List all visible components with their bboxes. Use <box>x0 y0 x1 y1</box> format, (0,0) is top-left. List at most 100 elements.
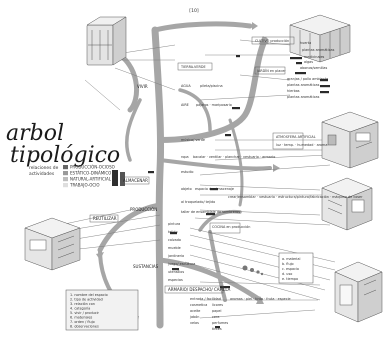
node-especias: especias <box>168 278 183 282</box>
branch-lower-mid <box>208 230 227 302</box>
legend-swatch <box>63 183 68 188</box>
node-jardineria: jardinería <box>167 254 184 258</box>
node-objeto: objeto <box>181 187 192 191</box>
legend-swatch <box>63 165 68 170</box>
note-line: b. flujo <box>282 262 294 266</box>
list-item: hierbas <box>287 89 300 93</box>
list-item: cosmetica <box>190 303 207 307</box>
tree-branches <box>97 21 272 329</box>
list-item: aceite <box>190 309 200 313</box>
note-line: 7. orden / flujo <box>70 320 95 324</box>
legend-swatch <box>63 171 68 176</box>
node-pintura: pintura <box>168 222 180 226</box>
branch-mid-left <box>125 98 142 162</box>
list-item: medicinales <box>304 55 325 59</box>
node-labels: VIVIR ALMACENAR PRODUCCIÓN REUTILIZAR SU… <box>93 39 363 301</box>
branch-mid-right <box>178 88 212 132</box>
node-armario-list: aromas · piel · tinta · fruta · especie <box>230 297 291 301</box>
legend-heading-2: actividades <box>29 171 55 177</box>
note-line: 8. observaciones <box>70 325 99 329</box>
list-item: plantas aromáticas <box>287 95 320 99</box>
node-jardin: JARDÍN en placer <box>256 68 286 73</box>
legend-label: TRABAJO-OCIO <box>69 183 100 188</box>
legend-marker <box>120 172 125 186</box>
node-utensilios: utensilios <box>168 270 184 274</box>
branch-almacenar <box>158 158 272 171</box>
mid-right-list: granjas / pollo ambiente plantas aromáti… <box>287 77 328 99</box>
node-ropa: ropa <box>181 155 189 159</box>
note-line: d. uso <box>282 272 292 276</box>
upper-right-list: huerta plantas aromáticas medicinales al… <box>300 41 335 70</box>
list-item: jabón <box>189 315 199 319</box>
node-boxes <box>89 36 304 294</box>
list-item: huerta <box>300 41 311 45</box>
sketch-top-left <box>86 16 127 66</box>
node-musica: música/ verde <box>181 138 205 142</box>
node-cultivo: CULTIVO producción <box>255 39 289 43</box>
main-trunk <box>151 26 165 329</box>
list-item: plantas aromáticas <box>287 83 320 87</box>
note-block-right: a. material b. flujo c. espacio d. uso e… <box>278 252 314 284</box>
sketch-bottom-right <box>334 261 383 323</box>
node-troquelado: al troquelado/ tejido <box>181 200 215 204</box>
node-vivir: VIVIR <box>137 84 148 89</box>
note-line: a. material <box>282 257 300 261</box>
legend-heading-1: relaciones de <box>29 165 59 171</box>
node-objeto-desc: espacio de almacenaje <box>195 187 234 191</box>
note-line: 2. tipo de actividad <box>70 298 103 302</box>
branch-cultivo <box>157 37 268 143</box>
node-aire: AIRE <box>181 103 189 107</box>
legend-item: NATURAL-ARTIFICIAL <box>63 177 112 182</box>
node-atmosfera: ATMOSFERA ARTIFICIAL <box>276 135 316 139</box>
list-item: granjas / pollo ambiente <box>287 77 328 81</box>
decorative-dots <box>242 265 264 276</box>
node-armario: ARMARIO/ DESPACHO/ CAPILLA <box>168 287 231 292</box>
sketch-top-right <box>289 14 351 63</box>
list-item: plantas aromáticas <box>302 48 335 52</box>
list-item: abonos/semillas <box>300 66 327 70</box>
list-item: perfumes <box>212 321 228 325</box>
sketch-bottom-left <box>24 217 81 271</box>
note-line: e. tiempo <box>282 277 298 281</box>
node-objeto-list: crear/ensamblar · vestuario · estructura… <box>228 195 363 199</box>
node-agua: AGUA <box>181 84 191 88</box>
branch-sustancias <box>157 257 263 303</box>
list-item: velas <box>190 321 199 325</box>
node-reutilizar: REUTILIZAR <box>93 216 117 221</box>
note-line: 4. categoría <box>70 307 90 311</box>
list-item: papel <box>212 309 221 313</box>
node-juego: juego/ escultura <box>167 262 195 266</box>
title-line-1: arbol <box>6 121 64 146</box>
legend: relaciones de actividades PRODUCCIÓN-OCI… <box>29 165 125 188</box>
list-item: tintes <box>212 327 222 331</box>
list-item: algas <box>304 60 313 64</box>
note-line: 1. nombre del espacio <box>70 293 108 297</box>
sketch-right-middle <box>321 177 373 231</box>
node-estudio: estudio <box>181 170 194 174</box>
note-block: 1. nombre del espacio 2. tipo de activid… <box>65 289 139 331</box>
note-line: 6. materiales <box>70 316 93 320</box>
node-taller: taller de ensamblaje de sombreros <box>181 210 240 214</box>
branch-produccion <box>97 202 163 253</box>
legend-label: PRODUCCIÓN-OCIOSO <box>70 165 115 170</box>
legend-item: TRABAJO-OCIO <box>63 183 100 188</box>
node-ropa-list: bacalar · ventilar · planchar · vestuari… <box>193 155 275 159</box>
note-line: c. espacio <box>282 267 299 271</box>
list-item: cera <box>212 315 219 319</box>
node-produccion: PRODUCCIÓN <box>130 207 157 212</box>
node-agua-desc: pileta/piscina <box>200 84 223 88</box>
list-item: entrada / facilidad <box>190 297 221 301</box>
legend-swatch <box>63 177 68 182</box>
lower-list: entrada / facilidad cosmetica aceite jab… <box>189 297 228 331</box>
node-atmosfera-list: luz · temp. · humedad · aroma <box>276 143 327 147</box>
legend-marker <box>112 170 118 186</box>
branch-top <box>152 21 253 33</box>
note-line: 5. vivir / producir <box>70 311 100 315</box>
node-cocina-prod: COCINA en producción <box>212 225 250 229</box>
node-aire-desc: pájaros · mariposario <box>196 103 232 107</box>
legend-item: ESTÁTICO-DINÁMICO <box>63 171 111 176</box>
legend-label: ESTÁTICO-DINÁMICO <box>70 171 111 176</box>
node-calzado: calzado <box>168 238 181 242</box>
